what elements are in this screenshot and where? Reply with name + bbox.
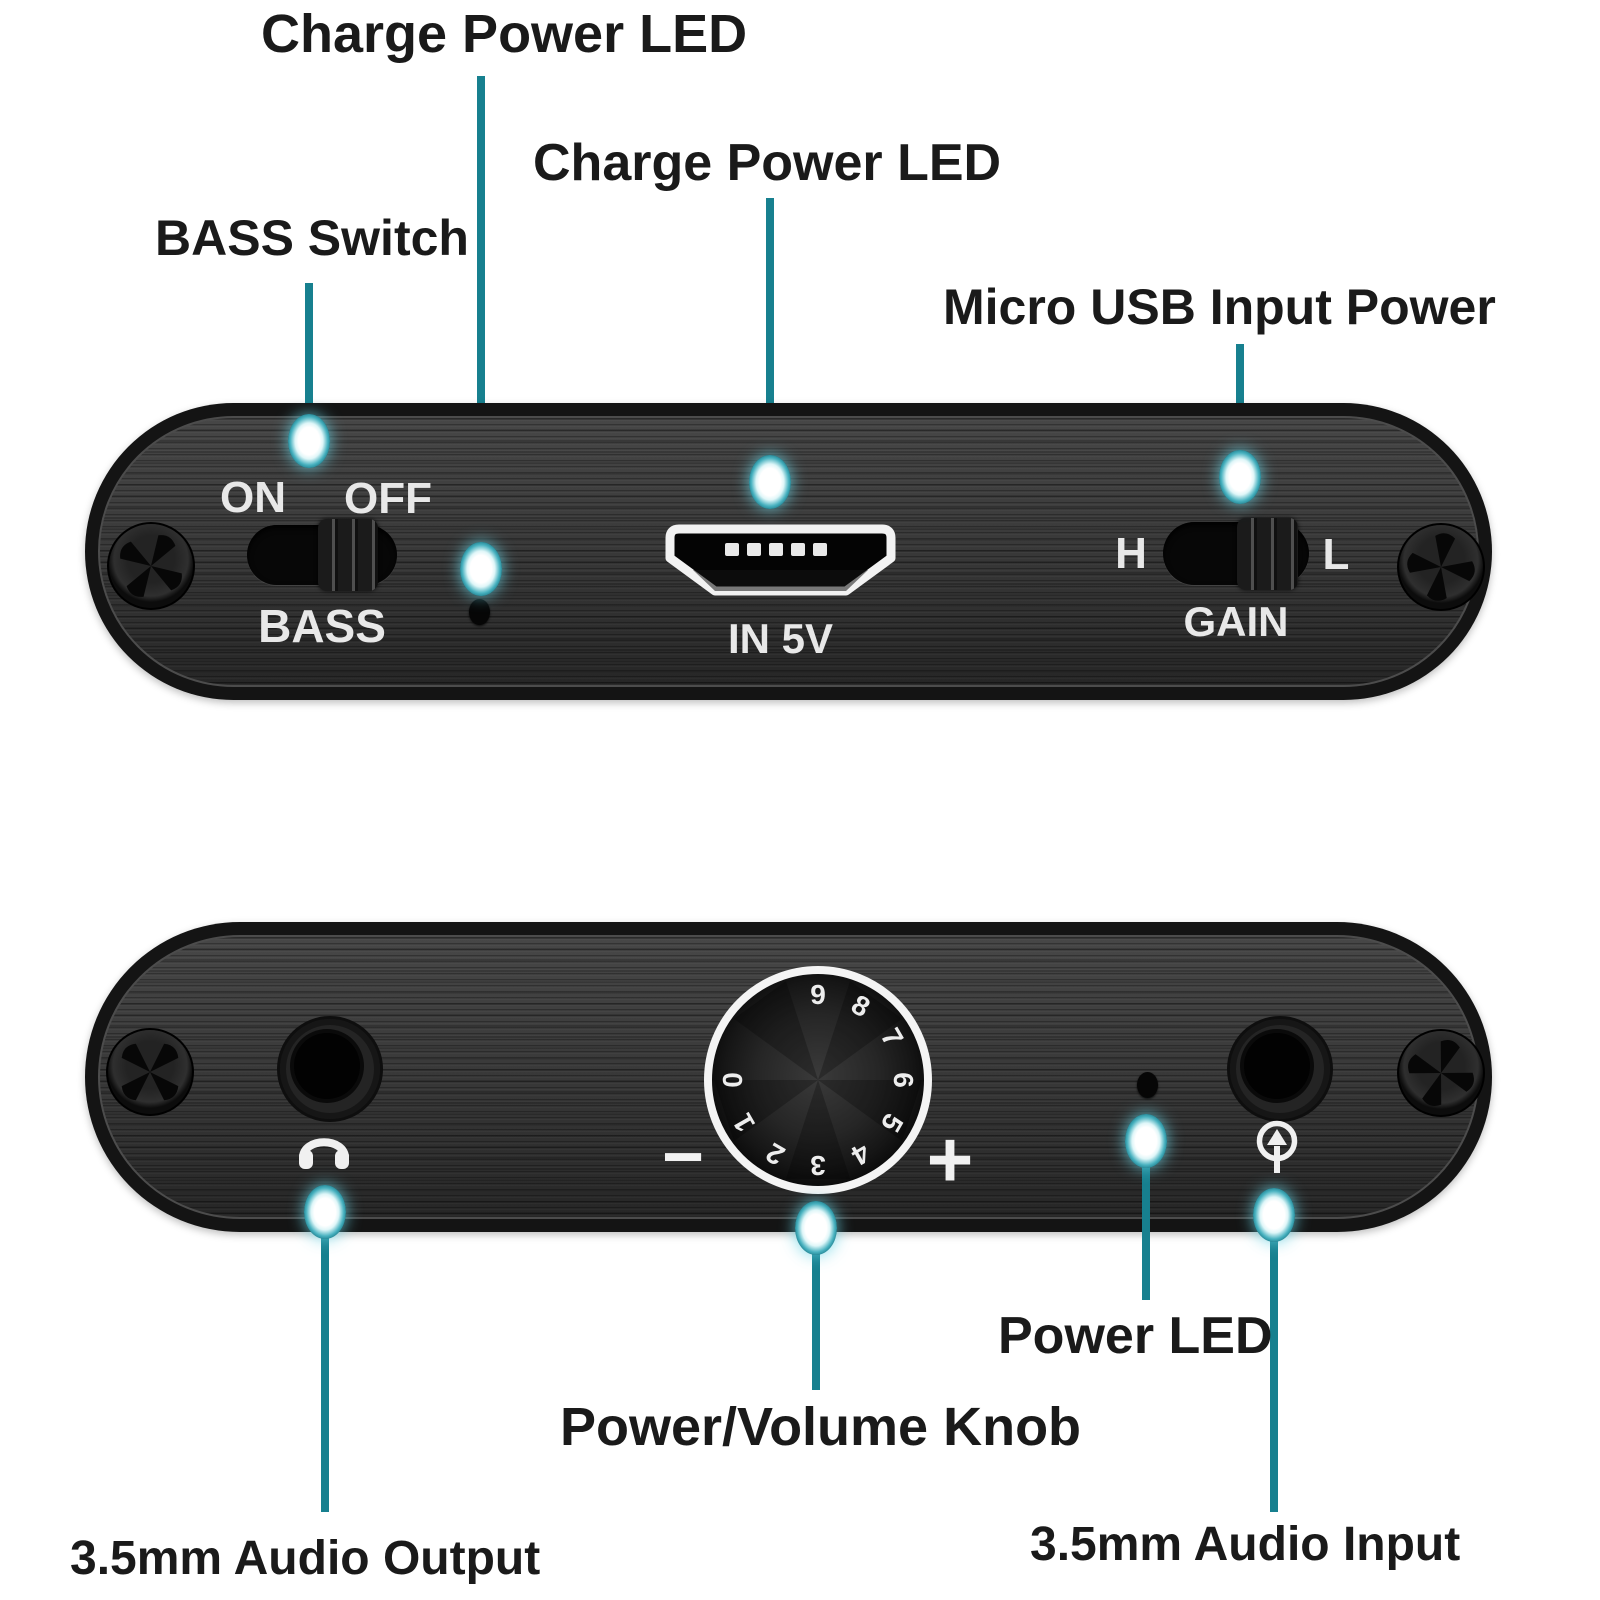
callout-line-audio-input [1270,1240,1278,1512]
headphone-icon [295,1124,353,1172]
volume-minus-sign: − [661,1117,705,1197]
audio-input-icon [1251,1118,1303,1176]
label-bass-switch: BASS Switch [155,210,469,266]
label-power-led: Power LED [998,1307,1273,1365]
callout-line-power-led [1142,1166,1150,1300]
callout-marker-audio-input [1253,1188,1295,1242]
callout-line-micro-usb [1236,344,1244,452]
knob-number: 6 [888,1072,919,1088]
charge-led-dot [469,599,490,625]
jack-hole [294,1033,360,1099]
micro-usb-port-icon [663,522,898,598]
knob-number: 9 [810,979,826,1010]
label-charge-power-led-2: Charge Power LED [533,134,1002,192]
label-micro-usb-input-power: Micro USB Input Power [943,279,1496,335]
callout-line-charge-led-2 [766,198,774,457]
device-front-panel: 0 1 2 3 4 5 6 7 8 9 − + [85,922,1492,1232]
audio-output-jack [277,1016,383,1122]
callout-line-charge-led-1 [477,76,485,544]
callout-line-bass-switch [305,283,313,416]
callout-marker-bass [288,414,330,468]
screw-icon [106,521,196,611]
callout-line-knob [812,1252,820,1390]
screw-icon [1396,522,1486,612]
callout-marker-charge-led [460,542,502,596]
label-audio-output: 3.5mm Audio Output [70,1532,541,1585]
label-power-volume-knob: Power/Volume Knob [560,1397,1082,1457]
callout-marker-knob [795,1201,837,1255]
callout-marker-audio-output [304,1185,346,1239]
usb-port-caption: IN 5V [727,615,834,662]
screw-icon [1396,1028,1486,1118]
knob-number: 3 [810,1150,826,1181]
callout-marker-power-led [1125,1114,1167,1168]
bass-switch-on-label: ON [220,473,286,522]
label-charge-power-led-1: Charge Power LED [261,4,748,64]
jack-hole [1244,1033,1310,1099]
screw-icon [105,1027,195,1117]
gain-switch-knob [1237,518,1298,590]
power-volume-knob: 0 1 2 3 4 5 6 7 8 9 [698,960,938,1200]
bass-switch-knob [318,519,378,591]
gain-h-label: H [1115,529,1147,578]
volume-plus-sign: + [926,1115,974,1204]
callout-marker-usb [749,455,791,509]
gain-l-label: L [1322,530,1350,579]
bass-switch-off-label: OFF [344,474,432,523]
gain-caption: GAIN [1183,598,1289,645]
callout-line-audio-output [321,1237,329,1512]
bass-switch-caption: BASS [258,600,386,652]
power-led-dot [1137,1072,1158,1098]
audio-input-jack [1227,1016,1333,1122]
knob-number: 0 [717,1072,748,1088]
callout-marker-gain [1219,450,1261,504]
label-audio-input: 3.5mm Audio Input [1030,1518,1461,1571]
